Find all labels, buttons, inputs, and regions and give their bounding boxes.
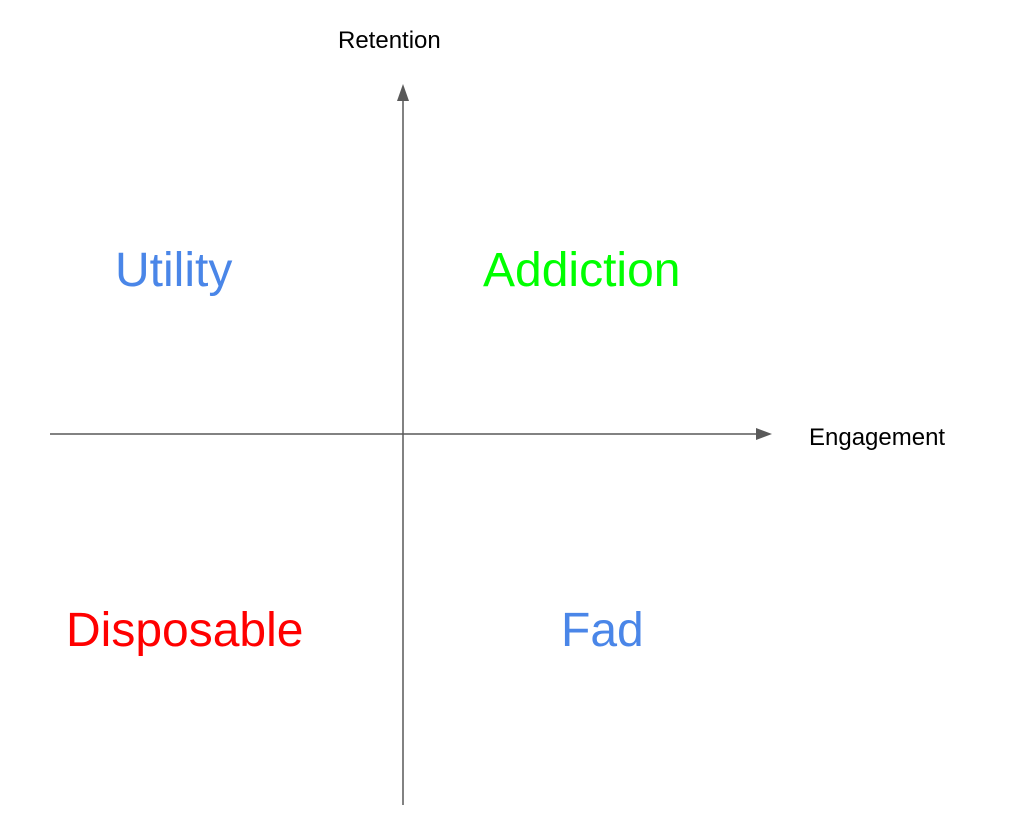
y-axis-label: Retention [338, 27, 441, 54]
x-axis-arrowhead [756, 428, 772, 440]
quadrant-bottom-right-label: Fad [561, 604, 644, 657]
y-axis-arrowhead [397, 84, 409, 101]
quadrant-top-right-label: Addiction [483, 244, 681, 297]
quadrant-bottom-left-label: Disposable [66, 604, 304, 657]
quadrant-top-left-label: Utility [115, 244, 233, 297]
x-axis-label: Engagement [809, 424, 946, 451]
